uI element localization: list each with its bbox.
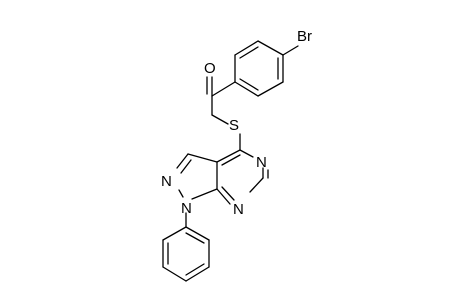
bond bbox=[180, 159, 192, 174]
bond bbox=[178, 189, 184, 198]
atom-label: S bbox=[229, 117, 239, 134]
bond bbox=[249, 177, 264, 193]
bond bbox=[185, 263, 205, 276]
bond bbox=[162, 266, 187, 282]
pyrimidine-ring bbox=[216, 149, 269, 205]
bond bbox=[211, 81, 236, 97]
bond bbox=[185, 266, 210, 282]
bond bbox=[257, 81, 284, 97]
bond bbox=[185, 226, 210, 241]
bond bbox=[162, 226, 187, 241]
bond bbox=[187, 153, 218, 163]
bond bbox=[257, 40, 284, 56]
bond bbox=[176, 153, 189, 169]
bond bbox=[239, 149, 254, 158]
phenyl-ring bbox=[162, 226, 210, 282]
pyrazole-ring bbox=[176, 153, 218, 200]
atom-label: Br bbox=[297, 28, 312, 45]
bond bbox=[221, 186, 235, 201]
bond bbox=[221, 154, 241, 166]
bond bbox=[191, 188, 218, 200]
bond bbox=[211, 114, 229, 125]
bond bbox=[216, 149, 241, 163]
atom-label: O bbox=[204, 60, 216, 77]
atom-label: N bbox=[256, 154, 267, 171]
bond bbox=[185, 232, 205, 244]
bromophenyl-ring bbox=[234, 40, 284, 97]
atom-label: N bbox=[161, 173, 172, 190]
bond bbox=[234, 40, 259, 56]
bond bbox=[234, 81, 259, 97]
bond bbox=[239, 46, 259, 59]
atom-label: N bbox=[233, 201, 244, 218]
bond bbox=[216, 188, 231, 205]
bond bbox=[282, 45, 299, 56]
atom-label: N bbox=[181, 200, 192, 217]
bond bbox=[239, 78, 259, 91]
